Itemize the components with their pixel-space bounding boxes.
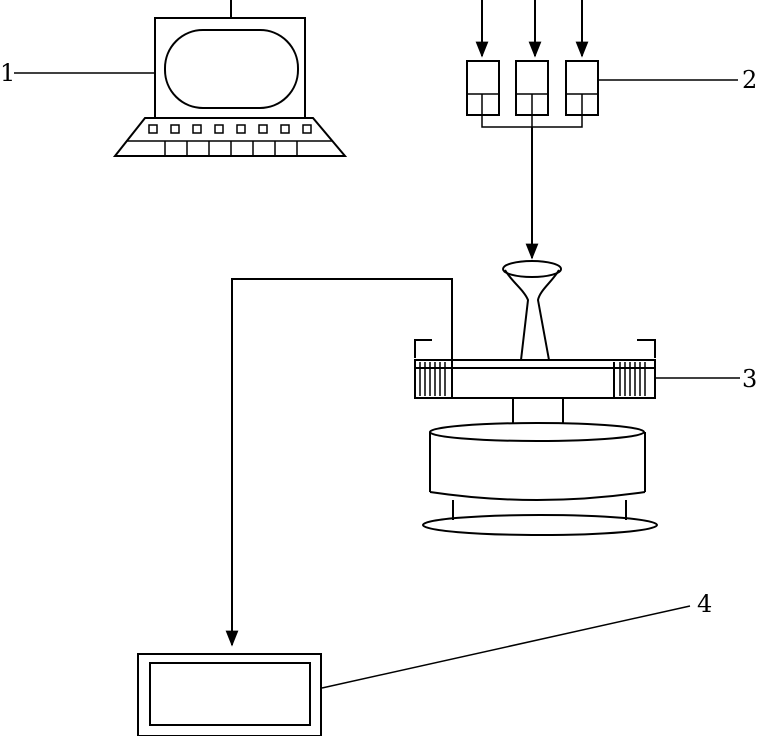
hopper-left: [504, 269, 530, 361]
feeders: 2: [466, 0, 757, 260]
drum-top: [429, 422, 645, 442]
tray-left-rim: [414, 339, 432, 358]
signal-line: [225, 278, 453, 647]
hopper-top: [502, 260, 562, 278]
drum-bottom: [429, 491, 646, 501]
callout-3: 3: [742, 365, 757, 393]
leader-line-4: [321, 605, 691, 689]
feeder-1: [466, 60, 500, 116]
display: 4: [137, 590, 712, 736]
base-plate: [422, 514, 658, 536]
computer-screen: [164, 29, 299, 109]
sensor-block-right: [613, 362, 646, 398]
callout-4: 4: [697, 590, 712, 618]
feeder-3: [565, 60, 599, 116]
feeder-2: [515, 60, 549, 116]
mixer-machine: 3: [414, 260, 757, 536]
callout-2: 2: [742, 66, 757, 94]
sensor-block-left: [419, 362, 453, 398]
drum-sides: [429, 432, 646, 492]
computer-keyboard: [112, 117, 348, 157]
callout-1: 1: [0, 59, 15, 87]
keyboard-keys: [127, 124, 333, 156]
tray-right-rim: [637, 339, 656, 358]
computer: 1: [0, 0, 348, 157]
hopper-right: [536, 269, 560, 361]
display-outer: [137, 653, 322, 736]
computer-monitor: [154, 17, 306, 119]
tray-ring: [414, 359, 656, 399]
display-inner: [149, 662, 311, 726]
